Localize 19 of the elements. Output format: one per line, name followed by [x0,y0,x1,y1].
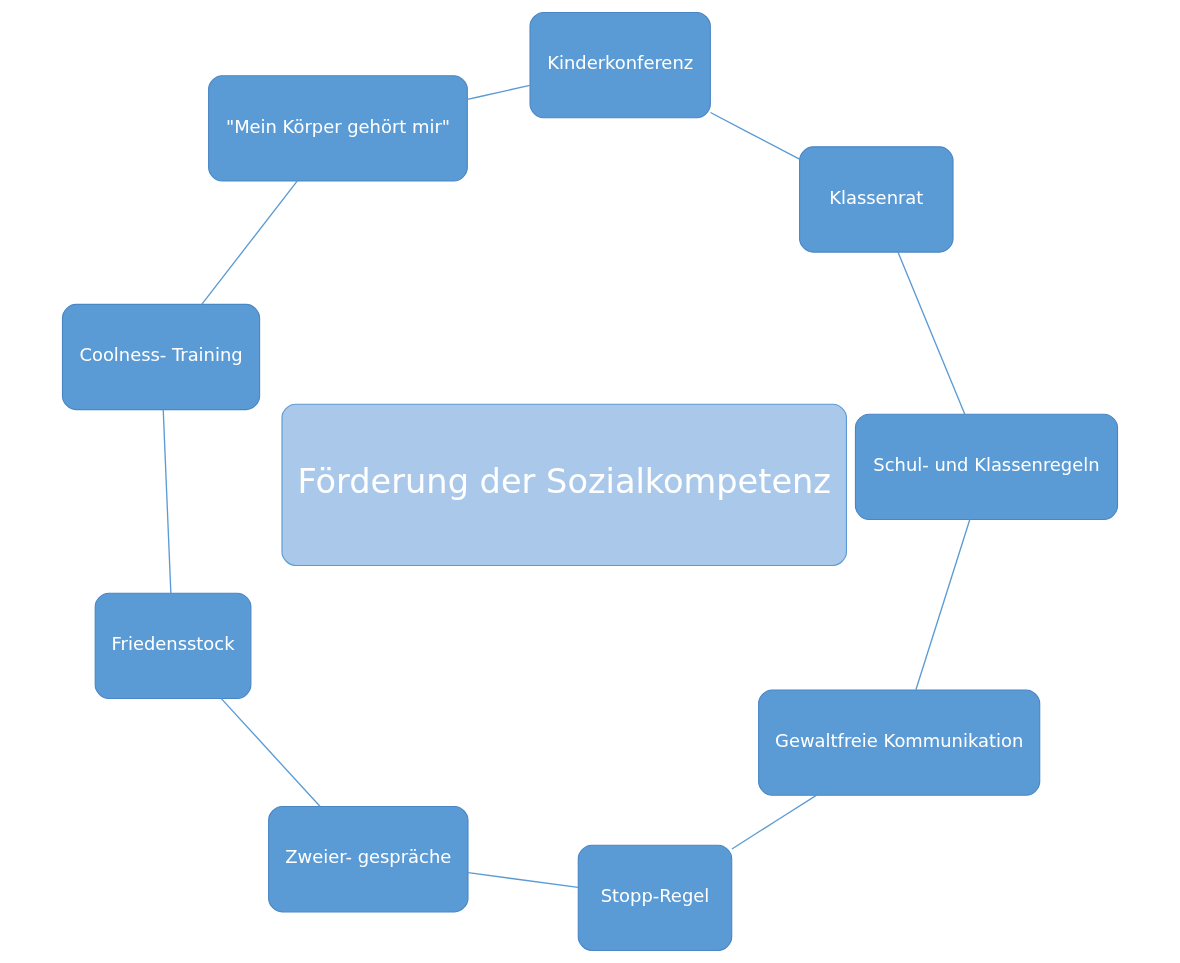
connector [162,408,172,594]
connector [220,697,321,807]
connector [897,251,966,415]
node-box: Schul- und Klassenregeln [854,413,1119,521]
connector [731,794,817,850]
connector [467,872,579,889]
node-box: Gewaltfreie Kommunikation [758,689,1041,796]
node-box: Kinderkonferenz [529,11,711,119]
node-box: Friedensstock [94,592,252,700]
connector [466,84,531,101]
node-box: Stopp-Regel [577,844,733,951]
node-box: Coolness- Training [61,303,261,411]
connector [201,180,298,305]
connector [709,111,801,160]
node-box: Klassenrat [799,146,954,253]
connector [915,518,971,691]
node-box: Zweier- gespräche [268,806,469,913]
node-box: "Mein Körper gehört mir" [208,75,468,182]
node-box: Förderung der Sozialkompetenz [281,403,847,566]
